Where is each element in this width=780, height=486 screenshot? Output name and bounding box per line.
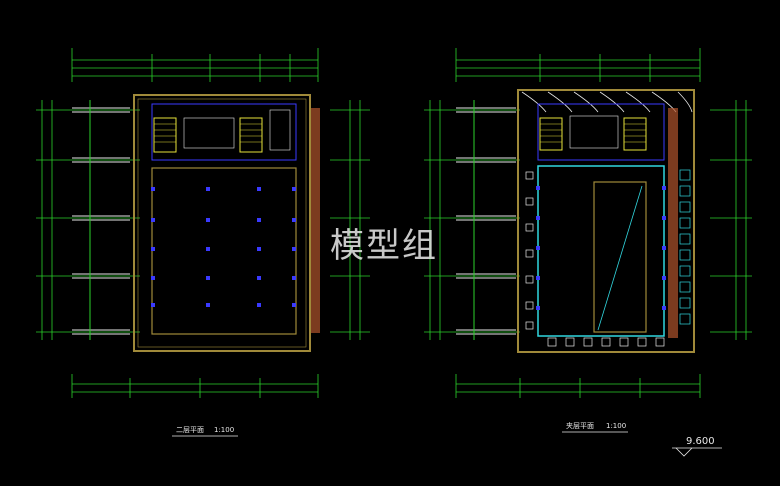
left-service-core: [151, 103, 297, 161]
left-grid-markers: [72, 100, 130, 340]
left-outer-wall: [133, 94, 311, 352]
right-outer-wall: [517, 89, 695, 353]
right-column-boxes: [525, 171, 665, 347]
right-atrium: [593, 181, 647, 333]
right-stair-1: [539, 117, 563, 151]
right-grid-markers: [456, 100, 516, 340]
right-roof-arches: [521, 91, 693, 113]
left-plan-title-group: 二层平面 1:100: [172, 426, 238, 437]
watermark-text: 模型组: [330, 226, 438, 266]
left-plan-scale: 1:100: [214, 426, 234, 434]
left-columns: [151, 187, 296, 307]
left-stair-1: [153, 117, 177, 153]
left-plan-title: 二层平面: [176, 426, 204, 434]
right-plan-title-group: 夹层平面 1:100: [562, 421, 628, 433]
right-stair-2: [623, 117, 647, 151]
right-plan-scale: 1:100: [606, 422, 626, 430]
right-hatch-strip: [668, 108, 678, 338]
right-plan: [424, 48, 752, 398]
right-service-core: [537, 103, 665, 161]
elevation-value: 9.600: [686, 436, 715, 447]
right-side-cells: [679, 169, 691, 325]
right-plan-title: 夹层平面: [566, 421, 594, 430]
right-columns: [536, 186, 666, 310]
left-hall: [151, 167, 297, 335]
right-hall-cyan: [537, 165, 665, 337]
left-hatch-strip: [311, 108, 320, 333]
left-stair-2: [239, 117, 263, 153]
left-plan: [36, 48, 370, 398]
elevation-marker: 9.600: [672, 436, 722, 457]
